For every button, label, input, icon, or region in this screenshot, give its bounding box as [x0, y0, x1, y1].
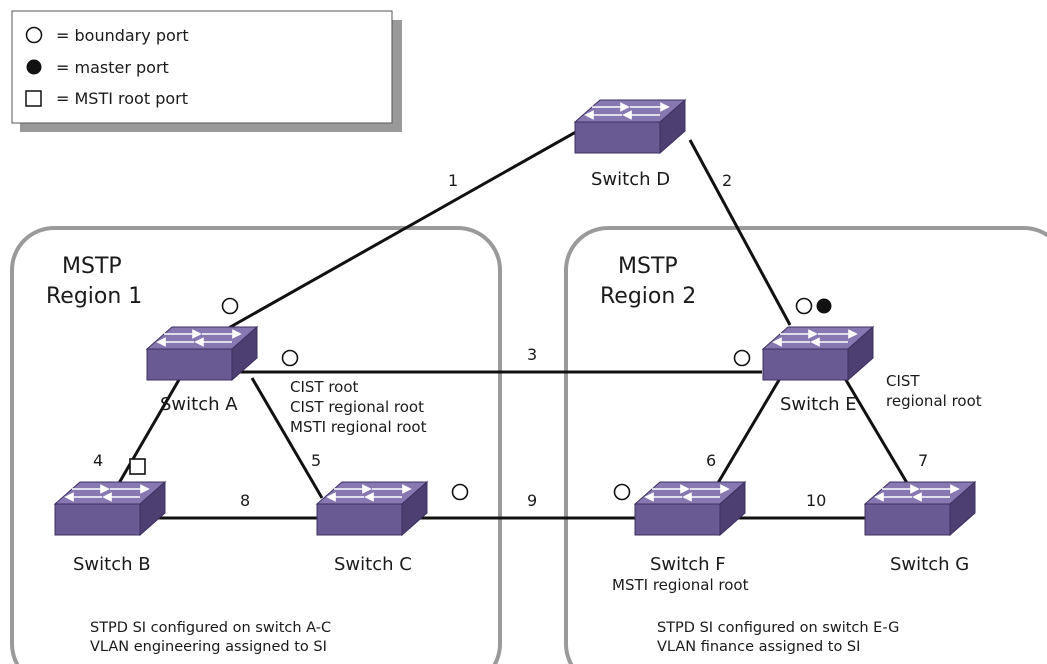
link-4	[113, 377, 182, 491]
region-title-line: Region 2	[600, 284, 696, 309]
link-3-label: 3	[527, 345, 537, 364]
legend: = boundary port = master port = MSTI roo…	[11, 10, 402, 132]
region-title-line: MSTP	[618, 254, 678, 279]
msti-root-port-legend-icon	[25, 90, 42, 107]
region-2-boundary	[564, 226, 1047, 664]
link-4-label: 4	[93, 451, 103, 470]
boundary-port-legend-icon	[25, 26, 43, 44]
region-2-title: MSTP Region 2	[600, 254, 696, 309]
region-1-boundary	[10, 226, 502, 664]
link-6	[713, 374, 784, 489]
switch-f-icon[interactable]	[634, 481, 746, 536]
legend-boundary-port: = boundary port	[56, 26, 189, 45]
boundary-port-icon	[613, 483, 631, 501]
note-line: MSTI regional root	[290, 418, 427, 436]
switch-c-icon[interactable]	[316, 481, 428, 536]
switch-a-label: Switch A	[160, 394, 238, 415]
switch-e-role-note: CIST regional root	[886, 372, 982, 410]
switch-d-label: Switch D	[591, 169, 670, 190]
switch-e-icon[interactable]	[762, 326, 874, 381]
msti-root-port-icon	[129, 458, 146, 475]
switch-e-label: Switch E	[780, 394, 857, 415]
region-1-title: MSTP Region 1	[46, 254, 142, 309]
link-1-label: 1	[448, 171, 458, 190]
link-1	[224, 122, 591, 332]
boundary-port-icon	[281, 349, 299, 367]
switch-a-icon[interactable]	[146, 326, 258, 381]
note-line: CIST root	[290, 378, 359, 396]
switch-c-label: Switch C	[334, 554, 412, 575]
region-title-line: MSTP	[62, 254, 122, 279]
link-8-label: 8	[240, 491, 250, 510]
footer-line: STPD SI configured on switch E-G	[657, 620, 899, 636]
link-7	[841, 374, 912, 489]
region-1-footer: STPD SI configured on switch A-C VLAN en…	[90, 620, 336, 655]
link-7-label: 7	[918, 451, 928, 470]
legend-msti-root-port: = MSTI root port	[56, 89, 188, 108]
switch-f-label: Switch F	[650, 554, 726, 575]
link-2-label: 2	[722, 171, 732, 190]
switch-a-role-note: CIST root CIST regional root MSTI region…	[290, 378, 429, 436]
switch-b-icon[interactable]	[54, 481, 166, 536]
link-2	[688, 139, 792, 326]
link-9-label: 9	[527, 491, 537, 510]
switch-g-label: Switch G	[890, 554, 969, 575]
legend-box	[11, 10, 393, 124]
boundary-port-icon	[451, 483, 469, 501]
region-title-line: Region 1	[46, 284, 142, 309]
boundary-port-icon	[221, 297, 239, 315]
note-line: regional root	[886, 392, 982, 410]
legend-master-port: = master port	[56, 58, 169, 77]
switch-d-icon[interactable]	[574, 99, 686, 154]
boundary-port-icon	[733, 349, 751, 367]
footer-line: VLAN finance assigned to SI	[657, 639, 860, 655]
note-line: CIST regional root	[290, 398, 424, 416]
region-2-footer: STPD SI configured on switch E-G VLAN fi…	[657, 620, 904, 655]
footer-line: VLAN engineering assigned to SI	[90, 639, 327, 655]
boundary-port-icon	[795, 297, 813, 315]
switch-f-role-note: MSTI regional root	[612, 576, 749, 594]
link-5	[250, 377, 324, 499]
switch-b-label: Switch B	[73, 554, 151, 575]
note-line: CIST	[886, 372, 920, 390]
link-6-label: 6	[706, 451, 716, 470]
switch-g-icon[interactable]	[864, 481, 976, 536]
footer-line: STPD SI configured on switch A-C	[90, 620, 331, 636]
link-10-label: 10	[806, 491, 826, 510]
link-5-label: 5	[311, 451, 321, 470]
master-port-icon	[816, 298, 832, 314]
master-port-legend-icon	[26, 59, 42, 75]
